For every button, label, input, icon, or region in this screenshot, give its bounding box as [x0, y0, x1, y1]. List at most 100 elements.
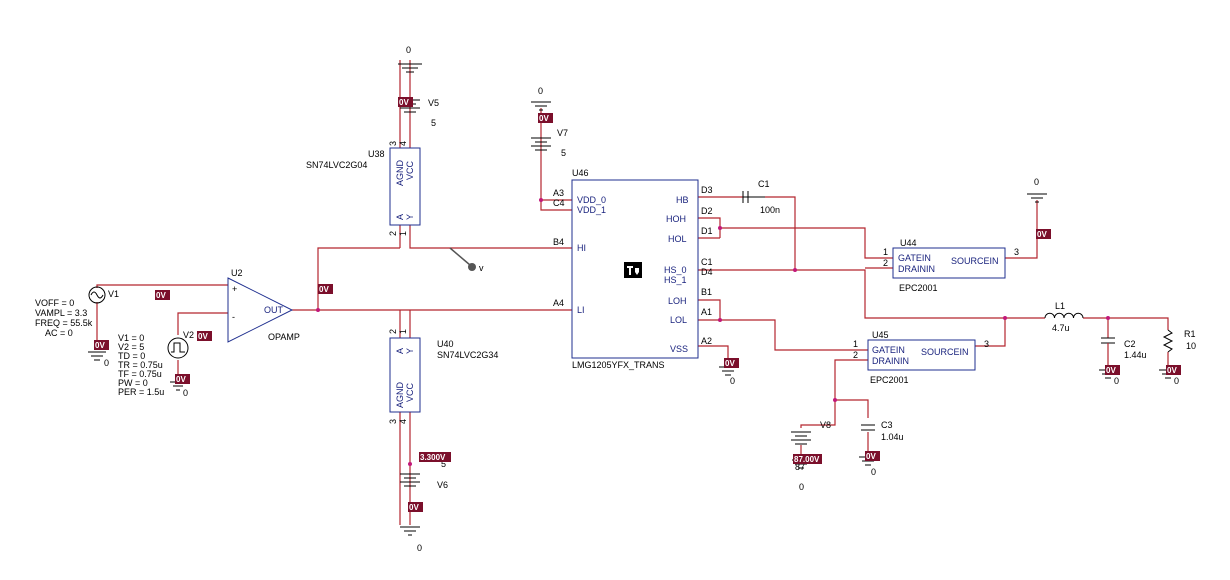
ti-logo-icon [624, 262, 642, 278]
junction-dot [718, 318, 722, 322]
voltage-probe[interactable]: v [449, 247, 484, 273]
voltage-tag[interactable]: 0V [865, 451, 880, 461]
wire-u44-source [1005, 200, 1038, 259]
u46-pin-vdd1: VDD_1 [577, 205, 606, 215]
u40-part: SN74LVC2G34 [437, 350, 498, 360]
voltage-tag[interactable]: 0V [1166, 365, 1181, 375]
svg-text:0V: 0V [409, 503, 419, 512]
u38-pin-vcc: VCC [405, 160, 415, 180]
ground-icon [531, 101, 551, 111]
svg-text:0V: 0V [866, 452, 876, 461]
source-v7[interactable]: V7 5 [531, 128, 568, 158]
u45-body [867, 339, 976, 371]
source-v2[interactable]: V2 V1 = 0 V2 = 5 TD = 0 TR = 0.75u TF = … [118, 330, 194, 397]
ground-top-v5: 0 [398, 45, 422, 73]
fet-u45[interactable]: U45 GATEIN DRAININ SOURCEIN 1 2 3 EPC200… [853, 330, 989, 385]
wire-vss-gnd [698, 345, 729, 365]
u46-pin-hs1: HS_1 [664, 275, 687, 285]
ground-label: 0 [1114, 376, 1119, 386]
svg-text:0V: 0V [95, 341, 105, 350]
u45-gate: GATEIN [872, 345, 905, 355]
capacitor-c2[interactable]: C2 1.44u [1101, 337, 1147, 360]
junction-dot [1106, 316, 1110, 320]
svg-text:0V: 0V [399, 98, 409, 107]
u44-source: SOURCEIN [951, 256, 999, 266]
voltage-tag[interactable]: 3.300V [419, 452, 451, 462]
ground-top-v7: 0 [531, 86, 551, 111]
v6-value: 5 [441, 459, 446, 469]
source-v1[interactable]: V1 VOFF = 0 VAMPL = 3.3 FREQ = 55.5k AC … [35, 286, 119, 338]
capacitor-c1[interactable]: C1 100n [758, 179, 780, 215]
u38-pin-num-1: 1 [398, 231, 408, 236]
svg-text:0V: 0V [1167, 366, 1177, 375]
u46-part: LMG1205YFX_TRANS [572, 360, 665, 370]
u40-pin-num-1: 1 [398, 329, 408, 334]
source-v8[interactable]: V8 87 [791, 420, 831, 472]
v2-param-tf: TF = 0.75u [118, 369, 162, 379]
resistor-r1[interactable]: R1 10 [1162, 329, 1196, 353]
ic-u40[interactable]: A Y AGND VCC 2 1 3 4 U40 SN74LVC2G34 [388, 329, 498, 424]
u44-part: EPC2001 [899, 283, 938, 293]
ground-label: 0 [1174, 376, 1179, 386]
u46-num-a1: A1 [701, 307, 712, 317]
ground-icon [400, 526, 420, 536]
opamp-u2[interactable]: U2 + - OUT OPAMP [227, 268, 300, 343]
ic-u46[interactable]: U46 LMG1205YFX_TRANS VDD_0 VDD_1 HI LI A… [553, 168, 713, 370]
junction-dot [539, 198, 543, 202]
v5-value: 5 [431, 118, 436, 128]
voltage-tag[interactable]: 0V [94, 340, 109, 350]
voltage-tag[interactable]: 0V [1036, 229, 1051, 239]
ground-icon [88, 351, 106, 361]
ground-icon [398, 63, 422, 73]
u40-ref: U40 [437, 339, 454, 349]
resistor-icon [1162, 329, 1174, 353]
battery-icon [531, 137, 551, 151]
v8-value: 87 [795, 462, 805, 472]
u2-part: OPAMP [268, 332, 300, 342]
ic-u38[interactable]: AGND VCC A Y 3 4 2 1 U38 SN74LVC2G04 [306, 141, 421, 236]
voltage-tag[interactable]: 87.00V [793, 454, 822, 464]
u45-num-2: 2 [853, 350, 858, 360]
u46-num-a3: A3 [553, 188, 564, 198]
voltage-tag[interactable]: 0V [318, 284, 333, 294]
capacitor-c3[interactable]: C3 1.04u [861, 420, 904, 442]
ground-label: 0 [730, 376, 735, 386]
battery-icon [791, 431, 811, 445]
svg-text:0V: 0V [156, 291, 166, 300]
voltage-tag[interactable]: 0V [408, 502, 423, 512]
u38-pin-num-3: 3 [388, 141, 398, 146]
u38-ref: U38 [368, 149, 385, 159]
u44-ref: U44 [900, 238, 917, 248]
voltage-tag[interactable]: 0V [724, 358, 739, 368]
u44-num-1: 1 [883, 247, 888, 257]
u38-body [389, 147, 421, 226]
svg-text:0V: 0V [319, 285, 329, 294]
opamp-triangle-icon [227, 277, 294, 343]
u38-pin-agnd: AGND [395, 159, 405, 186]
v1-param-voff: VOFF = 0 [35, 298, 74, 308]
voltage-tag[interactable]: 0V [538, 113, 553, 123]
v6-ref: V6 [437, 480, 448, 490]
inductor-l1[interactable]: L1 4.7u [1044, 301, 1084, 333]
voltage-tag[interactable]: 0V [398, 97, 413, 107]
voltage-tag[interactable]: 0V [155, 290, 170, 300]
source-v6[interactable]: V6 5 [400, 459, 448, 490]
voltage-tag[interactable]: 0V [1105, 365, 1120, 375]
u40-pin-vcc: VCC [405, 382, 415, 402]
wire-u45-source [975, 318, 1006, 347]
voltage-tag[interactable]: 0V [197, 331, 212, 341]
junction-dot [1003, 316, 1007, 320]
u46-num-b4: B4 [553, 237, 564, 247]
u40-body [389, 337, 421, 413]
probe-lead-icon [449, 247, 471, 266]
svg-text:0V: 0V [725, 359, 735, 368]
u40-pin-agnd: AGND [395, 381, 405, 408]
junction-dot [793, 268, 797, 272]
fet-u44[interactable]: U44 GATEIN DRAININ SOURCEIN 1 2 3 EPC200… [883, 238, 1019, 293]
u45-source: SOURCEIN [921, 347, 969, 357]
voltage-tag[interactable]: 0V [175, 374, 190, 384]
u44-num-2: 2 [883, 258, 888, 268]
ground-label: 0 [799, 482, 804, 492]
u38-pin-a: A [395, 214, 405, 220]
